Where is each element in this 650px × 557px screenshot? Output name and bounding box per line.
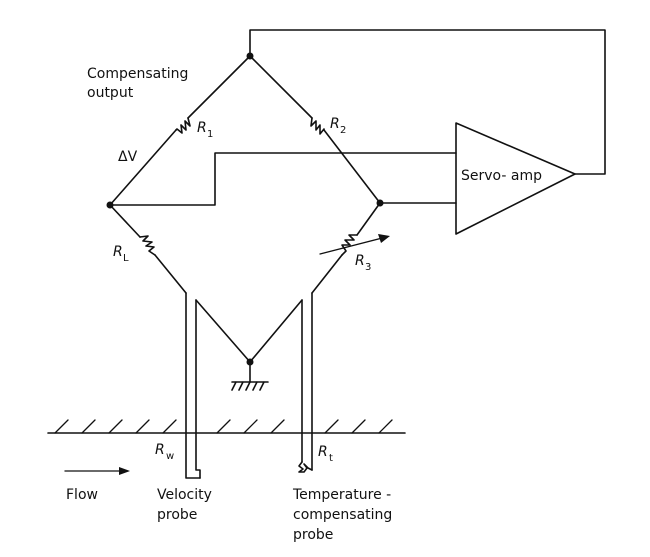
- velocity-to-ground-wire: [195, 299, 251, 363]
- r2-resistor: [310, 117, 325, 135]
- rl-resistor: [139, 235, 156, 256]
- top-node: [246, 52, 254, 60]
- arm-r3-wire: [311, 202, 381, 294]
- arm-r1-wire: [109, 55, 251, 206]
- left-node: [106, 201, 114, 209]
- velocity-probe-label-1: Velocity: [157, 487, 212, 503]
- velocity-probe-lead-outer: [185, 292, 201, 479]
- delta-v-wire: [109, 152, 457, 206]
- rw-label: R: [155, 442, 165, 458]
- r1-subscript: 1: [207, 129, 213, 140]
- velocity-probe-label-2: probe: [157, 507, 197, 523]
- right-node: [376, 199, 384, 207]
- wall-hatching: [54, 419, 393, 434]
- r3-variable-arrow: [319, 236, 387, 255]
- rl-subscript: L: [123, 253, 129, 264]
- flow-label: Flow: [66, 487, 98, 503]
- r3-arrow-head: [378, 234, 390, 243]
- rw-subscript: w: [166, 451, 174, 462]
- temp-probe-label-1: Temperature -: [292, 487, 391, 503]
- temp-to-ground-wire: [249, 299, 303, 363]
- r1-label: R: [197, 120, 207, 136]
- temp-probe-sensor: [298, 461, 313, 473]
- bottom-node: [246, 358, 254, 366]
- r3-subscript: 3: [365, 262, 371, 273]
- r2-subscript: 2: [340, 125, 346, 136]
- delta-v-label: ΔV: [118, 149, 138, 165]
- rt-subscript: t: [329, 453, 333, 464]
- r1-resistor: [175, 117, 191, 134]
- temp-probe-label-3: probe: [293, 527, 333, 543]
- temp-probe-label-2: compensating: [293, 507, 392, 523]
- rl-label: R: [113, 244, 123, 260]
- velocity-probe-lead-inner: [195, 299, 201, 479]
- servo-amp-triangle: [455, 122, 576, 235]
- rt-label: R: [318, 444, 328, 460]
- flow-arrow-head: [119, 467, 130, 475]
- ground-symbol: [231, 381, 269, 391]
- servo-amp-label: Servo- amp: [461, 168, 542, 184]
- r3-label: R: [355, 253, 365, 269]
- compensating-output-label-2: output: [87, 85, 134, 101]
- arm-rl-wire: [109, 204, 187, 294]
- arm-r2-wire: [249, 55, 381, 204]
- feedback-wire: [249, 29, 606, 175]
- r2-label: R: [330, 116, 340, 132]
- compensating-output-label-1: Compensating: [87, 66, 188, 82]
- r3-resistor: [341, 234, 358, 256]
